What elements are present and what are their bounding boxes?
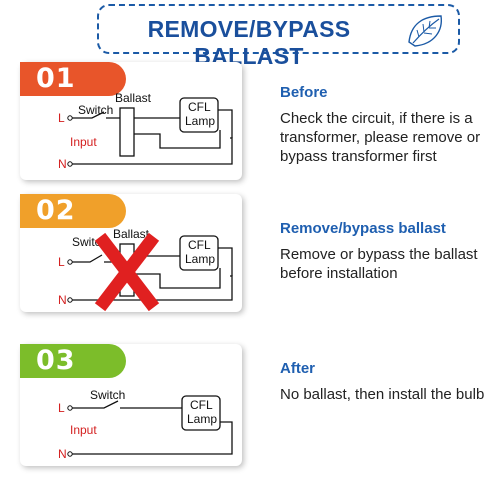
n-terminal-label: N	[58, 157, 67, 171]
l-terminal	[67, 259, 73, 265]
step-2-heading: Remove/bypass ballast	[280, 220, 446, 237]
n-terminal	[67, 451, 73, 457]
step-3-card: 03 Switch L Input N CFL Lamp	[20, 344, 242, 466]
switch-label: Switch	[78, 103, 113, 117]
step-3-heading: After	[280, 360, 316, 377]
l-terminal	[67, 115, 73, 121]
red-cross-icon	[94, 232, 160, 312]
switch-wire	[72, 400, 182, 409]
n-terminal-label: N	[58, 447, 67, 461]
step-2-description: Remove/bypass ballast Remove or bypass t…	[280, 220, 495, 283]
l-terminal	[67, 405, 73, 411]
switch-wire	[72, 111, 120, 119]
step-3-circuit-diagram: Switch L Input N CFL Lamp	[58, 388, 233, 461]
l-terminal-label: L	[58, 401, 65, 415]
input-label: Input	[70, 135, 97, 149]
step-3-description: After No ballast, then install the bulb	[280, 360, 495, 404]
lamp-label-line1: CFL	[188, 238, 211, 252]
lamp-wire	[218, 247, 233, 276]
ballast-label: Ballast	[115, 91, 152, 105]
lamp-label-line2: Lamp	[187, 412, 217, 426]
ballast-box	[119, 107, 135, 157]
lamp-label-line1: CFL	[190, 398, 213, 412]
step-1-description: Before Check the circuit, if there is a …	[280, 84, 495, 166]
n-terminal	[67, 297, 73, 303]
step-2-text: Remove or bypass the ballast before inst…	[280, 246, 478, 282]
switch-label: Switch	[90, 388, 125, 402]
l-terminal-label: L	[58, 111, 65, 125]
title-banner: REMOVE/BYPASS BALLAST	[97, 4, 460, 69]
ballast-wires	[134, 117, 221, 149]
cfl-lamp-box	[179, 97, 219, 133]
step-2-circuit-diagram: Switch Ballast L N CFL Lamp	[58, 227, 233, 312]
step-1-text: Check the circuit, if there is a transfo…	[280, 110, 481, 165]
page-title: REMOVE/BYPASS BALLAST	[147, 16, 351, 69]
lamp-label-line2: Lamp	[185, 252, 215, 266]
step-2-badge: 02	[20, 194, 126, 228]
lamp-label-line1: CFL	[188, 100, 211, 114]
cfl-lamp-box	[181, 395, 221, 431]
step-1-badge: 01	[20, 62, 126, 96]
neutral-wire	[72, 137, 233, 165]
lamp-label-line2: Lamp	[185, 114, 215, 128]
cfl-lamp-box	[179, 235, 219, 271]
input-label: Input	[70, 423, 97, 437]
step-1-heading: Before	[280, 84, 328, 101]
n-terminal-label: N	[58, 293, 67, 307]
step-1-card: 01 Switch Ballast L Input N CFL Lamp	[20, 62, 242, 180]
lamp-wire	[218, 109, 233, 138]
l-terminal-label: L	[58, 255, 65, 269]
leaf-icon	[408, 15, 442, 47]
n-terminal	[67, 161, 73, 167]
ballast-label: Ballast	[113, 227, 150, 241]
step-2-card: 02 Switch Ballast L N CFL Lamp	[20, 194, 242, 312]
step-3-text: No ballast, then install the bulb	[280, 386, 485, 403]
step-1-circuit-diagram: Switch Ballast L Input N CFL Lamp	[58, 91, 233, 171]
step-3-badge: 03	[20, 344, 126, 378]
neutral-wire	[72, 421, 233, 455]
